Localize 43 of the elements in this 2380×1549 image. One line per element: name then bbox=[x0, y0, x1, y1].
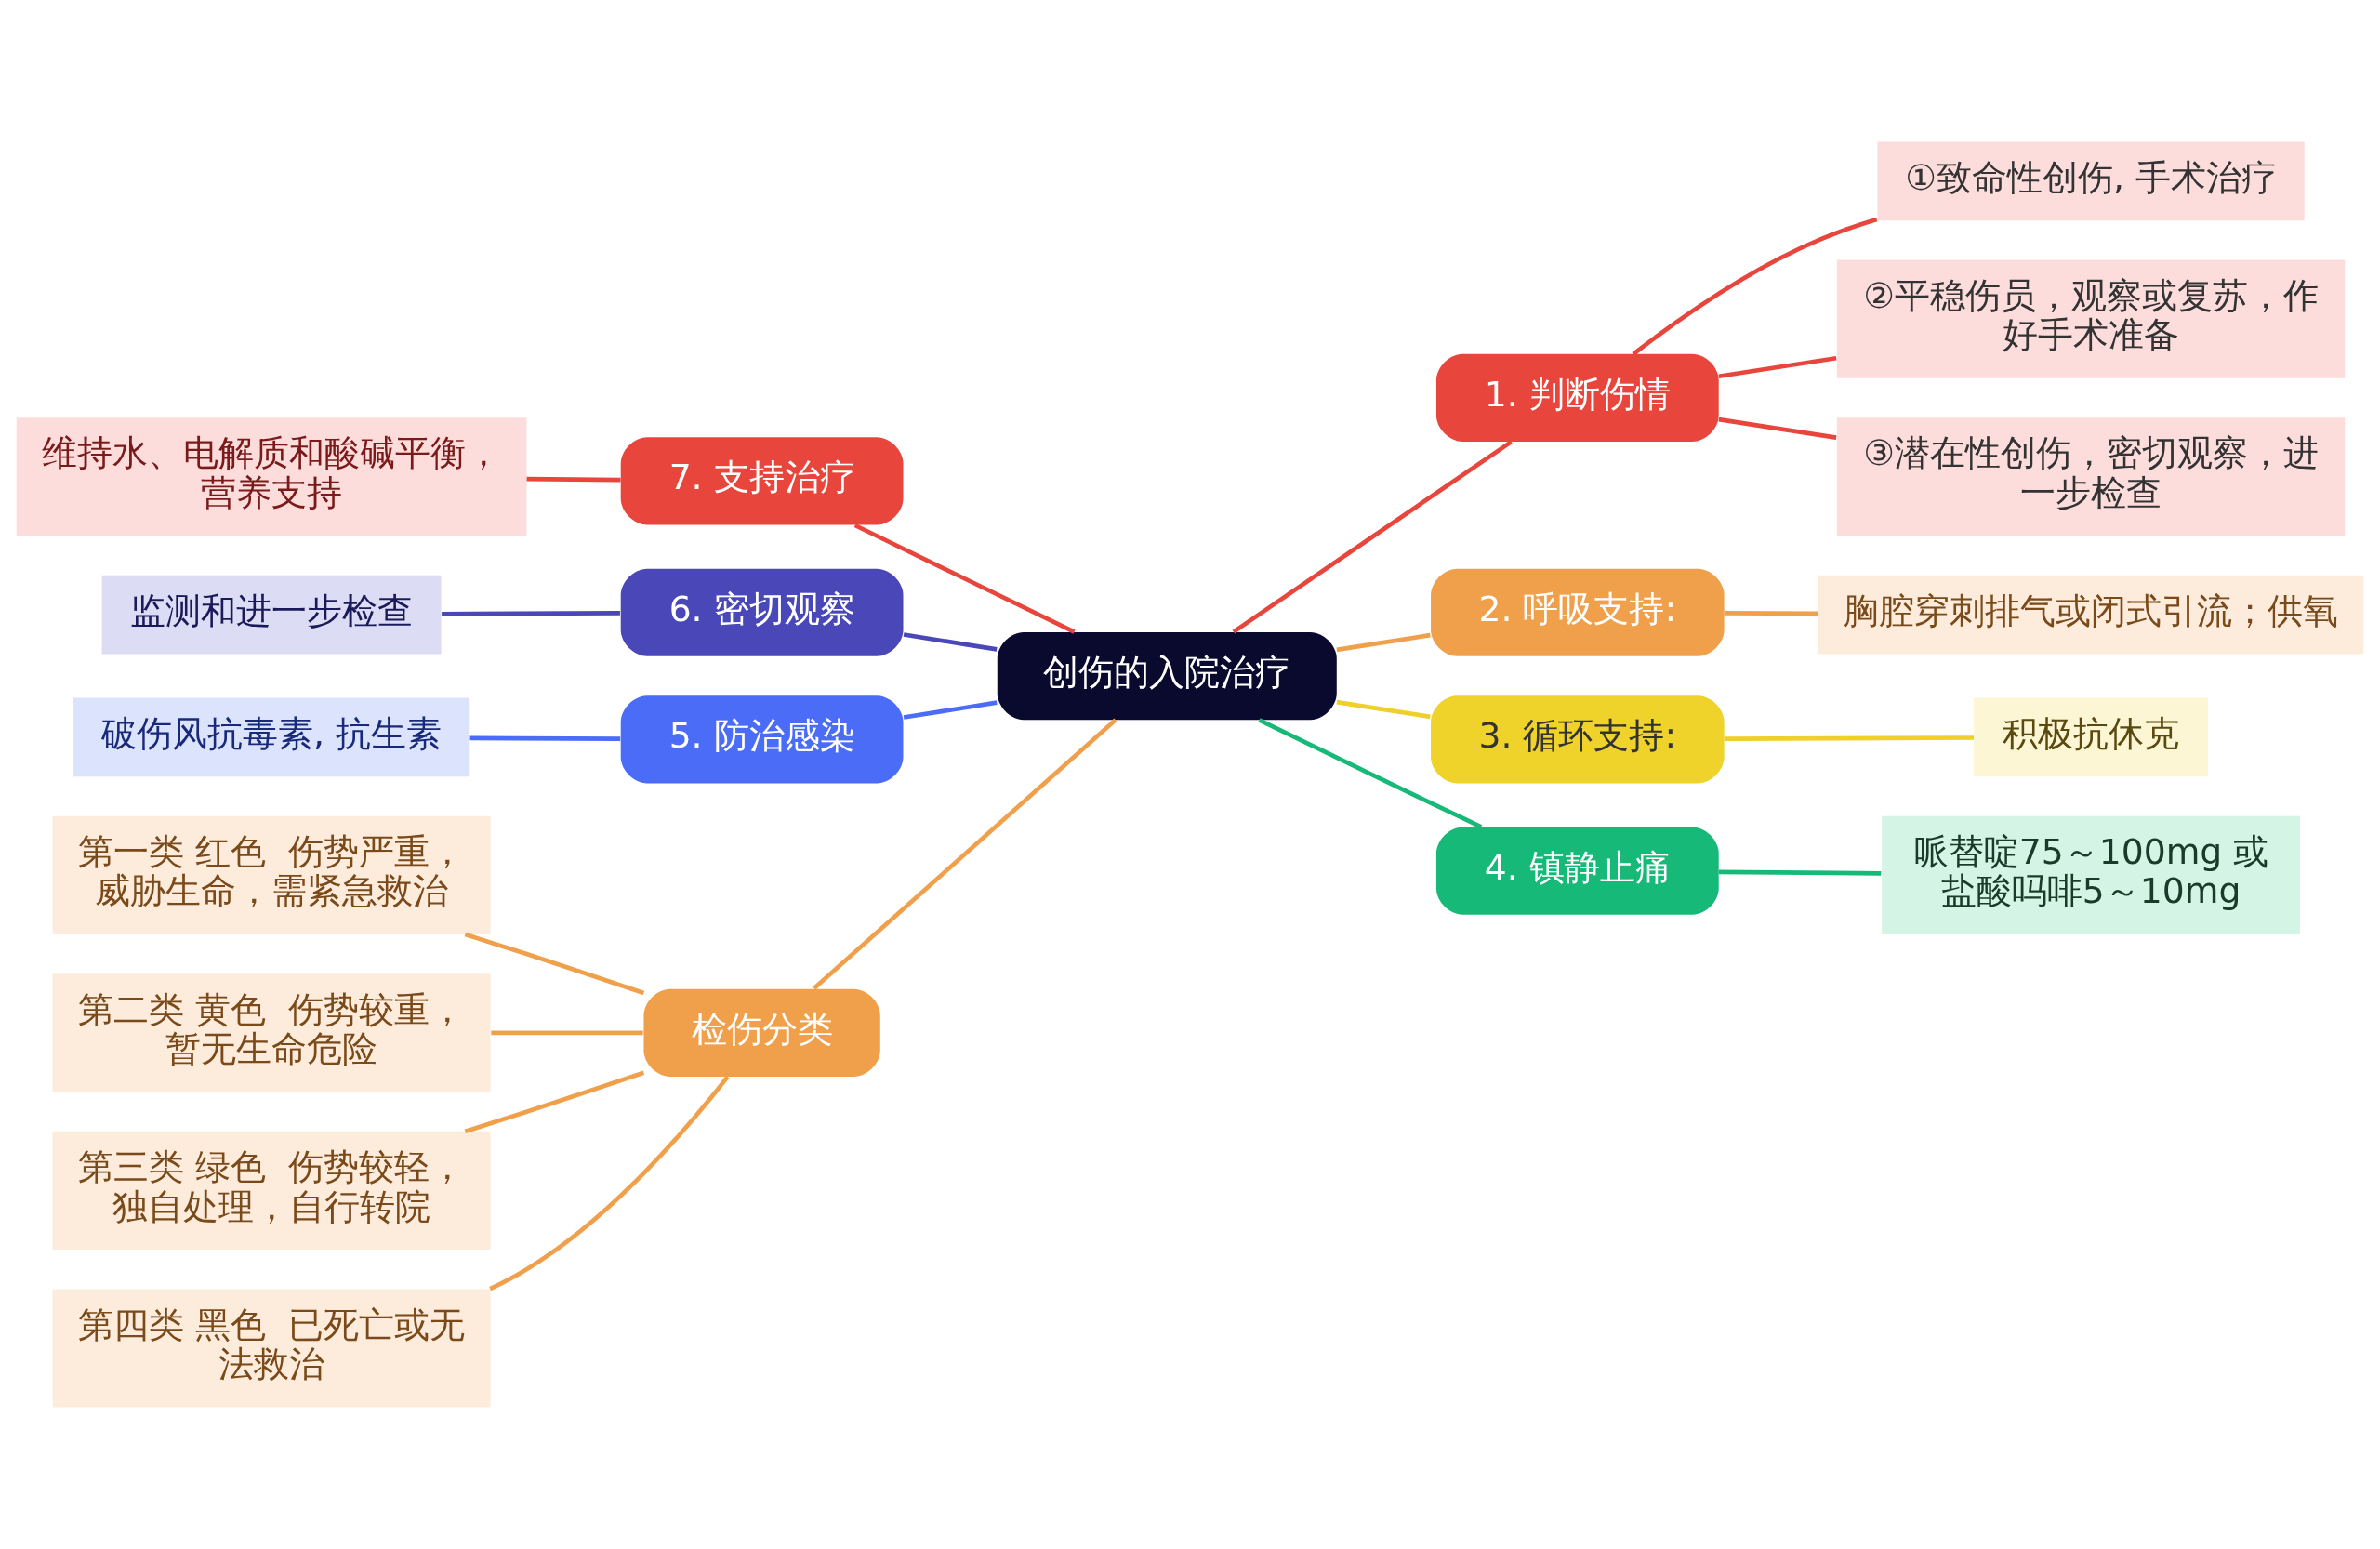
node-box: 创伤的入院治疗 bbox=[997, 631, 1337, 721]
node-box: 哌替啶75～100mg 或盐酸吗啡5～10mg bbox=[1882, 815, 2300, 934]
connector bbox=[1336, 632, 1431, 653]
connector bbox=[903, 632, 998, 652]
node-box: 第二类 黄色 伤势较重，暂无生命危险 bbox=[52, 973, 491, 1092]
connector bbox=[1724, 735, 1975, 741]
node-box: 维持水、电解质和酸碱平衡，营养支持 bbox=[16, 417, 527, 536]
connector bbox=[464, 1070, 645, 1134]
node-box: ③潜在性创伤，密切观察，进一步检查 bbox=[1836, 417, 2346, 536]
connector bbox=[1718, 417, 1837, 440]
connector bbox=[1232, 440, 1513, 634]
connector bbox=[1718, 355, 1837, 379]
connector bbox=[469, 735, 621, 741]
connector bbox=[853, 523, 1076, 634]
node-box: 第一类 红色 伤势严重，威胁生命，需紧急救治 bbox=[52, 815, 491, 934]
connector bbox=[442, 611, 620, 616]
node-box: 监测和进一步检查 bbox=[101, 575, 442, 655]
connector bbox=[1336, 699, 1431, 720]
connector bbox=[526, 476, 621, 483]
connector bbox=[1724, 611, 1818, 616]
connector bbox=[1632, 217, 1878, 356]
node-box: 6. 密切观察 bbox=[620, 568, 904, 656]
connector bbox=[813, 718, 1117, 990]
connector bbox=[1718, 869, 1882, 876]
node-box: ②平稳伤员，观察或复苏，作好手术准备 bbox=[1836, 259, 2346, 378]
node-box: 7. 支持治疗 bbox=[620, 437, 904, 525]
node-box: 胸腔穿刺排气或闭式引流；供氧 bbox=[1818, 575, 2364, 655]
node-box: 第四类 黑色 已死亡或无法救治 bbox=[52, 1289, 491, 1408]
connector bbox=[903, 700, 998, 720]
connector bbox=[1258, 718, 1483, 829]
node-box: 第三类 绿色 伤势较轻，独自处理，自行转院 bbox=[52, 1131, 491, 1250]
node-box: 2. 呼吸支持: bbox=[1431, 568, 1725, 656]
node-box: 1. 判断伤情 bbox=[1435, 353, 1719, 443]
connector bbox=[464, 932, 645, 996]
connector bbox=[489, 1075, 730, 1291]
node-box: 3. 循环支持: bbox=[1431, 695, 1725, 784]
node-box: 积极抗休克 bbox=[1974, 697, 2209, 777]
node-box: 5. 防治感染 bbox=[620, 695, 904, 784]
node-box: 检伤分类 bbox=[643, 988, 880, 1077]
node-box: 破伤风抗毒素, 抗生素 bbox=[73, 697, 470, 777]
node-box: ①致命性创伤, 手术治疗 bbox=[1877, 141, 2305, 221]
connector bbox=[491, 1030, 643, 1036]
node-box: 4. 镇静止痛 bbox=[1435, 827, 1719, 915]
